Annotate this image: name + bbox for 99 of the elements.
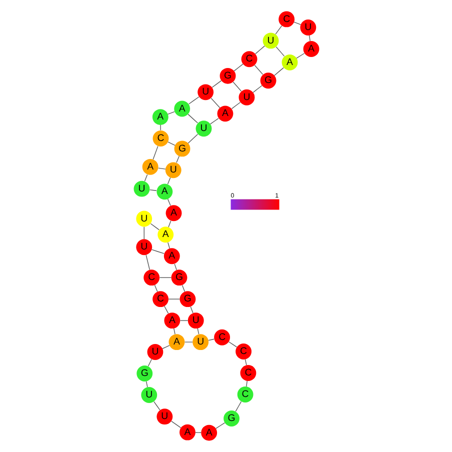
connector — [210, 98, 220, 108]
connector — [296, 53, 304, 59]
connector — [230, 102, 240, 110]
connector — [274, 25, 282, 35]
node-circle: A — [142, 158, 158, 175]
node-circle: G — [219, 68, 236, 84]
connector — [228, 341, 237, 348]
node-circle: U — [133, 180, 150, 197]
connector — [187, 114, 198, 124]
node-circle: A — [163, 248, 180, 264]
node-circle: U — [195, 120, 212, 137]
connector — [293, 22, 300, 25]
node-circle: U — [187, 312, 204, 329]
connector — [274, 67, 284, 76]
connector — [209, 118, 218, 124]
node-circle: U — [164, 162, 181, 178]
connector — [234, 401, 242, 412]
connector — [181, 284, 185, 292]
connector — [211, 80, 222, 88]
connector — [246, 380, 247, 387]
node-circle: U — [262, 32, 278, 49]
connector — [190, 306, 193, 314]
node-circle: U — [140, 387, 157, 403]
connector — [164, 306, 168, 314]
node-circle: C — [152, 130, 168, 146]
node-circle: G — [174, 140, 190, 157]
connector — [254, 64, 263, 75]
connector — [194, 432, 201, 433]
connector — [215, 422, 225, 429]
connector — [148, 189, 156, 191]
node-circle: A — [157, 226, 174, 243]
node-circle: C — [240, 51, 257, 68]
connector — [187, 134, 198, 144]
connector — [166, 177, 170, 184]
connector — [167, 111, 174, 115]
node-circle: C — [236, 386, 253, 402]
node-circle: G — [136, 366, 152, 382]
connector — [170, 420, 181, 428]
connector — [173, 328, 175, 334]
connector — [176, 156, 180, 163]
connector — [162, 345, 170, 349]
node-circle: G — [179, 291, 196, 308]
node-circle: C — [240, 365, 256, 381]
node-circle: U — [136, 239, 152, 256]
connector — [154, 284, 158, 292]
node-circle: C — [214, 329, 230, 346]
connector — [168, 298, 180, 300]
node-circle: A — [165, 205, 182, 222]
node-circle: A — [179, 424, 195, 440]
connector — [144, 174, 148, 182]
node-circle: U — [197, 84, 214, 100]
connector — [152, 146, 158, 160]
connector — [188, 96, 199, 104]
node-circle: G — [260, 72, 276, 89]
connector — [166, 198, 170, 206]
connector — [254, 46, 265, 54]
node-circle: A — [216, 106, 233, 122]
node-circle: A — [174, 100, 190, 117]
node-circle: A — [168, 334, 184, 350]
node-circle: U — [136, 210, 152, 227]
connector — [196, 328, 199, 334]
connector — [308, 35, 310, 42]
node-circle: C — [143, 270, 160, 286]
node-circle: G — [223, 410, 240, 426]
node-circle: A — [302, 41, 319, 57]
node-circle: U — [300, 20, 316, 36]
node-circle: U — [156, 408, 172, 425]
connector — [150, 249, 164, 254]
node-circle: A — [281, 54, 298, 70]
node-circle: C — [152, 291, 168, 308]
node-circle: C — [235, 344, 252, 360]
connector — [167, 142, 175, 146]
node-circle: A — [200, 424, 217, 441]
node-circle: U — [192, 334, 208, 350]
node-circle: A — [152, 109, 168, 125]
node-circle: U — [146, 344, 163, 360]
connector — [145, 381, 148, 388]
connector — [244, 359, 246, 366]
connector — [275, 46, 284, 57]
connector — [168, 220, 171, 228]
connector — [147, 358, 152, 367]
node-circle: A — [156, 184, 172, 200]
node-circle: C — [278, 11, 294, 28]
connector — [158, 168, 166, 170]
connector — [145, 254, 150, 270]
connector — [167, 242, 170, 249]
connector — [233, 64, 243, 72]
node-circle: A — [164, 312, 180, 329]
connector — [208, 338, 214, 341]
node-circle: G — [170, 270, 187, 286]
connector — [252, 85, 262, 93]
connector — [153, 401, 160, 410]
connector — [158, 277, 172, 278]
connector — [232, 82, 242, 92]
connector — [174, 264, 176, 270]
connector — [150, 223, 159, 230]
connector — [143, 226, 144, 240]
node-circle: U — [238, 89, 254, 106]
connector — [179, 320, 188, 321]
